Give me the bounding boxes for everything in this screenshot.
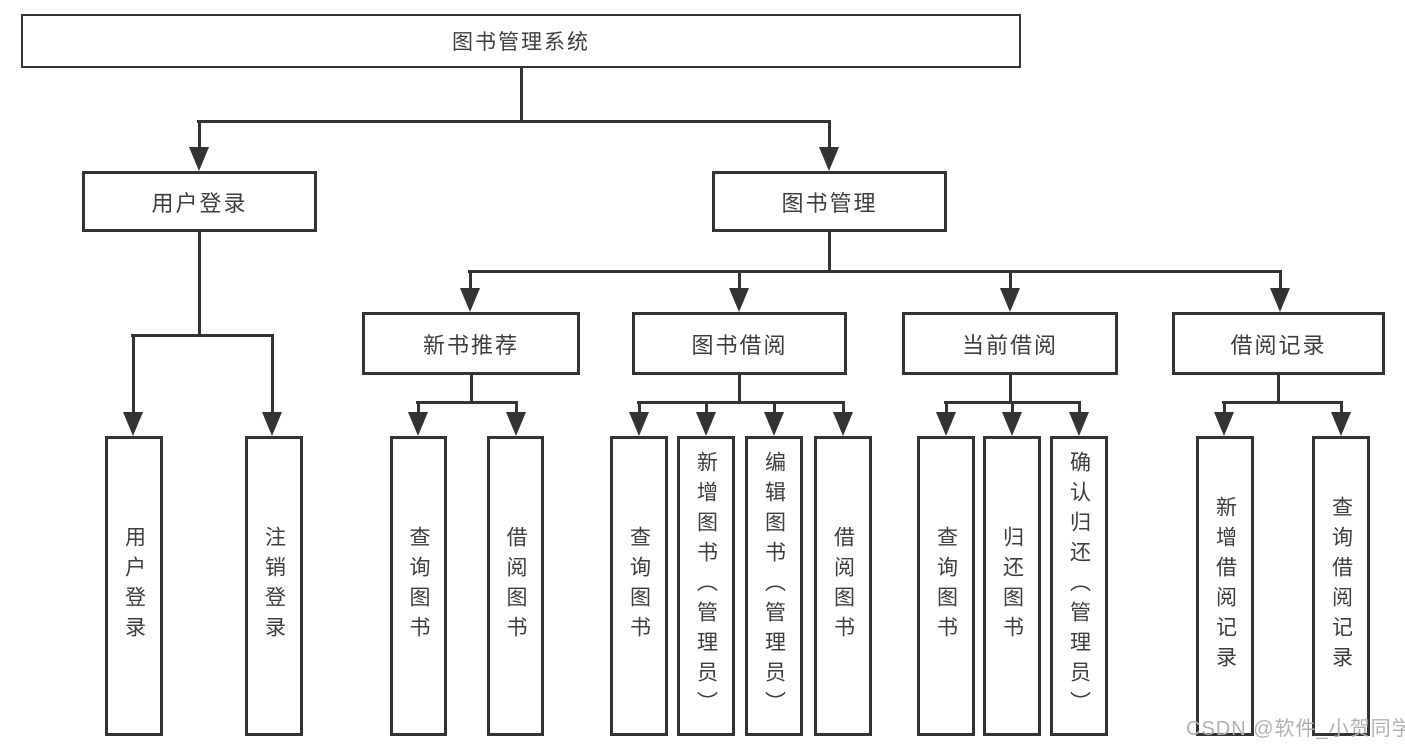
leaf-logout-label: 注销登录: [262, 526, 286, 646]
leaf-borrow-books-recommend-label: 借阅图书: [504, 526, 527, 646]
connector-borrow-records-rail: [1222, 401, 1343, 404]
connector-level1-rail: [197, 120, 831, 123]
arrow-down-icon: [408, 412, 428, 436]
leaf-add-borrow-record-label: 新增借阅记录: [1213, 496, 1237, 676]
connector-book-borrow-rail: [637, 401, 845, 404]
leaf-query-books-recommend-label: 查询图书: [407, 526, 430, 646]
connector-drop-leaf: [1011, 401, 1014, 415]
connector-root-stem: [520, 67, 523, 122]
leaf-edit-books-admin-label: 编辑图书（管理员）: [762, 451, 786, 721]
leaf-user-login: 用户登录: [105, 436, 163, 736]
arrow-down-icon: [1000, 288, 1020, 312]
connector-drop-leaf: [417, 401, 420, 415]
connector-drop-current-borrow: [1009, 270, 1012, 291]
leaf-edit-books-admin: 编辑图书（管理员）: [745, 436, 803, 736]
connector-user-login-stem: [198, 231, 201, 336]
connector-new-books-rail: [416, 401, 518, 404]
connector-drop-login-leaf: [132, 334, 135, 414]
arrow-down-icon: [629, 412, 649, 436]
connector-drop-leaf: [638, 401, 641, 415]
arrow-down-icon: [819, 147, 839, 171]
leaf-query-books-recommend: 查询图书: [390, 436, 447, 736]
connector-book-borrow-stem: [738, 374, 741, 404]
node-borrow-records-label: 借阅记录: [1230, 332, 1327, 358]
node-current-borrow-label: 当前借阅: [961, 332, 1058, 358]
connector-borrow-records-stem: [1277, 374, 1280, 404]
connector-drop-leaf: [945, 401, 948, 415]
node-current-borrow: 当前借阅: [902, 312, 1118, 375]
node-root-label: 图书管理系统: [452, 31, 590, 54]
leaf-add-books-admin-label: 新增图书（管理员）: [694, 451, 718, 721]
arrow-down-icon: [936, 412, 956, 436]
leaf-confirm-return-admin-label: 确认归还（管理员）: [1067, 451, 1091, 721]
leaf-return-books: 归还图书: [983, 436, 1041, 736]
arrow-down-icon: [764, 412, 784, 436]
connector-current-borrow-stem: [1009, 374, 1012, 404]
connector-drop-leaf: [1078, 401, 1081, 415]
leaf-return-books-label: 归还图书: [1000, 526, 1024, 646]
connector-book-management-stem: [828, 231, 831, 272]
node-user-login: 用户登录: [82, 171, 317, 232]
connector-drop-borrow-records: [1279, 270, 1282, 291]
leaf-user-login-label: 用户登录: [122, 526, 146, 646]
node-borrow-records: 借阅记录: [1172, 312, 1385, 375]
arrow-down-icon: [1270, 288, 1290, 312]
node-new-book-recommend-label: 新书推荐: [422, 332, 519, 358]
csdn-watermark: CSDN @软件_小贺同学: [1186, 718, 1405, 740]
connector-drop-leaf: [842, 401, 845, 415]
arrow-down-icon: [1069, 412, 1089, 436]
leaf-query-books-current: 查询图书: [917, 436, 975, 736]
arrow-down-icon: [1331, 412, 1351, 436]
connector-level2-rail: [468, 270, 1282, 273]
node-new-book-recommend: 新书推荐: [362, 312, 580, 375]
arrow-down-icon: [729, 288, 749, 312]
leaf-logout: 注销登录: [245, 436, 303, 736]
leaf-borrow-books-recommend: 借阅图书: [487, 436, 544, 736]
connector-drop-logout-leaf: [271, 334, 274, 414]
node-book-borrow: 图书借阅: [632, 312, 847, 375]
arrow-down-icon: [1002, 412, 1022, 436]
node-root: 图书管理系统: [21, 14, 1021, 68]
leaf-query-books-borrow: 查询图书: [610, 436, 668, 736]
leaf-borrow-books: 借阅图书: [814, 436, 872, 736]
arrow-down-icon: [123, 412, 143, 436]
connector-drop-new-books: [469, 270, 472, 291]
leaf-confirm-return-admin: 确认归还（管理员）: [1050, 436, 1108, 736]
connector-drop-book-borrow: [738, 270, 741, 291]
arrow-down-icon: [506, 412, 526, 436]
leaf-query-books-current-label: 查询图书: [934, 526, 958, 646]
connector-drop-leaf: [705, 401, 708, 415]
arrow-down-icon: [1214, 412, 1234, 436]
node-user-login-label: 用户登录: [151, 190, 248, 216]
arrow-down-icon: [833, 412, 853, 436]
connector-drop-book-management: [828, 120, 831, 151]
leaf-query-borrow-record-label: 查询借阅记录: [1329, 496, 1353, 676]
connector-drop-leaf: [773, 401, 776, 415]
leaf-query-borrow-record: 查询借阅记录: [1312, 436, 1370, 736]
node-book-management-label: 图书管理: [781, 190, 878, 216]
leaf-add-books-admin: 新增图书（管理员）: [677, 436, 735, 736]
node-book-borrow-label: 图书借阅: [691, 332, 788, 358]
arrow-down-icon: [189, 147, 209, 171]
node-book-management: 图书管理: [712, 171, 947, 232]
connector-new-books-stem: [470, 374, 473, 404]
connector-drop-leaf: [515, 401, 518, 415]
leaf-add-borrow-record: 新增借阅记录: [1196, 436, 1254, 736]
connector-drop-leaf: [1340, 401, 1343, 415]
arrow-down-icon: [262, 412, 282, 436]
arrow-down-icon: [696, 412, 716, 436]
connector-drop-leaf: [1223, 401, 1226, 415]
connector-drop-user-login: [198, 120, 201, 151]
leaf-borrow-books-label: 借阅图书: [831, 526, 855, 646]
arrow-down-icon: [460, 288, 480, 312]
connector-user-login-rail: [131, 334, 274, 337]
leaf-query-books-borrow-label: 查询图书: [627, 526, 651, 646]
